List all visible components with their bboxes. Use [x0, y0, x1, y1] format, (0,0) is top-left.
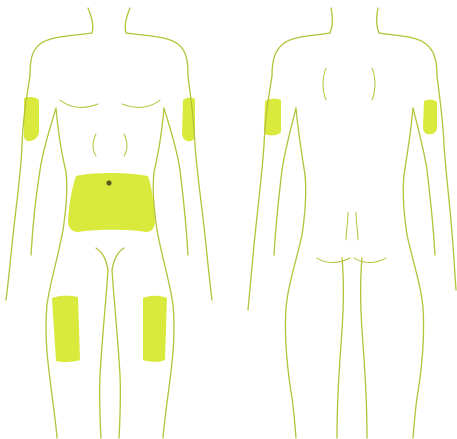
back-gluteal-right — [354, 258, 386, 263]
back-neck-left — [330, 8, 332, 33]
back-body-figure — [248, 8, 456, 438]
front-torso-left — [46, 108, 67, 438]
front-chest-right — [122, 100, 160, 107]
front-torso-right — [153, 108, 174, 438]
front-chest-left — [60, 100, 98, 107]
back-shoulder-blade-right — [372, 68, 375, 100]
front-right-arm-outer — [188, 76, 212, 300]
front-right-shoulder — [126, 33, 188, 76]
front-neck-right — [125, 8, 130, 33]
abdomen-site — [68, 173, 155, 232]
navel-mark — [106, 180, 111, 185]
back-torso-right — [403, 108, 423, 438]
back-shoulder-blade-left — [323, 68, 326, 100]
back-gluteal-cleft — [346, 212, 348, 240]
back-right-upper-arm-site — [423, 100, 437, 135]
front-left-thigh-site — [52, 296, 80, 362]
front-rib-left — [93, 134, 96, 156]
front-neck-left — [88, 8, 93, 33]
front-body-figure — [6, 8, 212, 438]
back-left-shoulder — [272, 33, 330, 76]
front-inner-leg-left — [96, 248, 108, 438]
back-right-shoulder — [379, 33, 437, 76]
back-inner-leg-right — [361, 258, 368, 438]
front-rib-right — [124, 134, 127, 156]
front-left-shoulder — [30, 33, 92, 76]
front-inner-leg-right — [112, 248, 124, 438]
back-gluteal-cleft-right — [356, 212, 358, 240]
back-right-arm-outer — [437, 76, 456, 290]
back-inner-leg-left — [337, 258, 344, 438]
back-neck-right — [377, 8, 379, 33]
back-gluteal-left — [317, 258, 350, 263]
back-torso-left — [285, 108, 305, 438]
front-right-thigh-site — [143, 296, 167, 362]
